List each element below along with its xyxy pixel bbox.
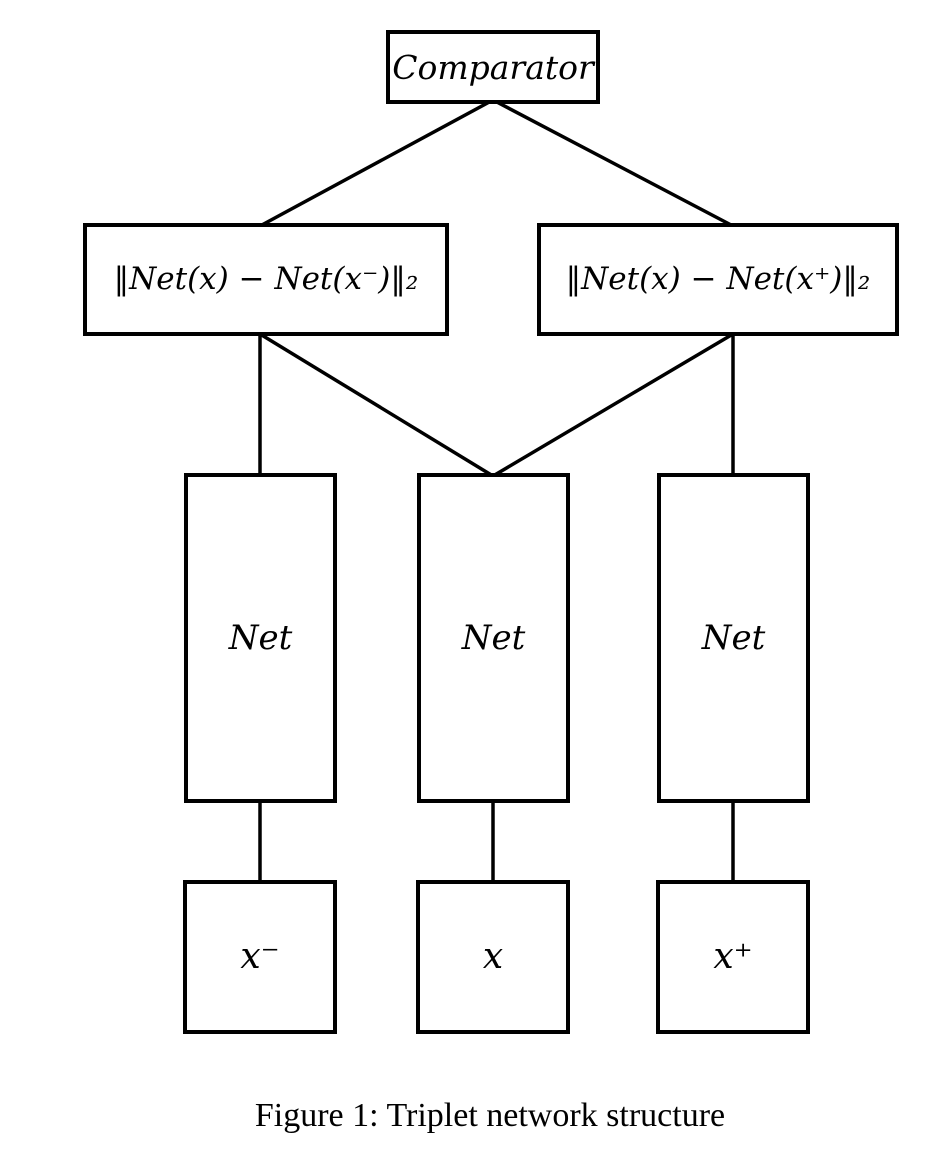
node-comparator: Comparator — [386, 30, 600, 104]
node-input-positive: x⁺ — [656, 880, 810, 1034]
node-comparator-label: Comparator — [392, 47, 594, 87]
node-net-middle-label: Net — [461, 618, 526, 658]
node-input-negative-label: x⁻ — [240, 936, 280, 977]
node-net-left-label: Net — [228, 618, 293, 658]
node-net-left: Net — [184, 473, 337, 803]
node-input-anchor: x — [416, 880, 570, 1034]
node-input-positive-label: x⁺ — [713, 936, 753, 977]
node-distance-positive-label: ‖Net(x) − Net(x⁺)‖₂ — [565, 261, 871, 297]
edge-distance-negative-to-net-middle — [259, 332, 494, 478]
edge-comparator-to-distance-negative — [259, 98, 494, 228]
node-distance-positive: ‖Net(x) − Net(x⁺)‖₂ — [537, 223, 899, 336]
figure-caption: Figure 1: Triplet network structure — [254, 1097, 726, 1134]
node-distance-negative: ‖Net(x) − Net(x⁻)‖₂ — [83, 223, 449, 336]
node-net-right: Net — [657, 473, 810, 803]
node-input-negative: x⁻ — [183, 880, 337, 1034]
node-net-middle: Net — [417, 473, 570, 803]
node-net-right-label: Net — [701, 618, 766, 658]
edge-comparator-to-distance-positive — [492, 98, 734, 228]
node-input-anchor-label: x — [482, 936, 504, 977]
node-distance-negative-label: ‖Net(x) − Net(x⁻)‖₂ — [113, 261, 419, 297]
edge-distance-positive-to-net-middle — [492, 332, 734, 478]
